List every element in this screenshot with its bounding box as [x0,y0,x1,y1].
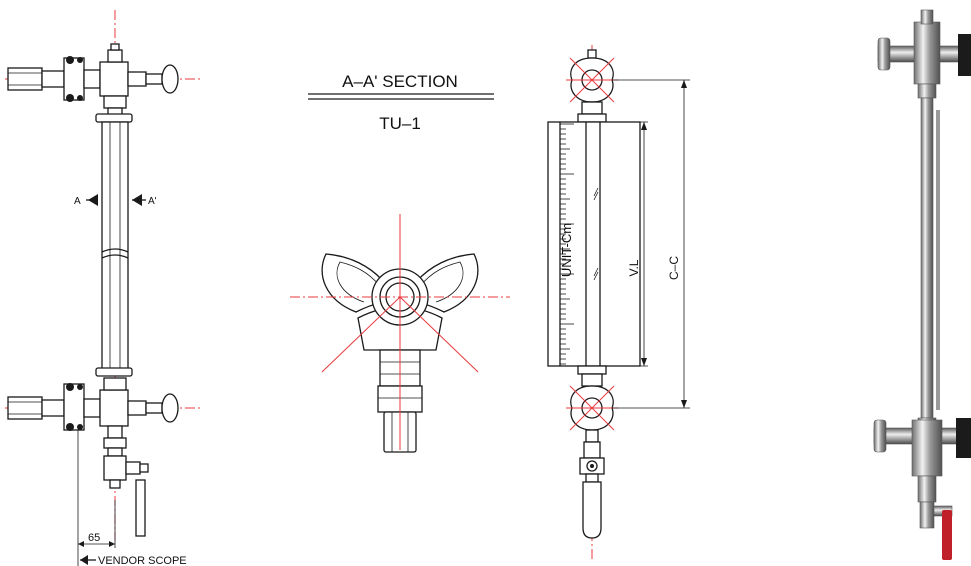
top-valve-wheel [566,49,618,123]
cut-label-a-prime: A' [148,196,157,207]
gauge-body [95,113,133,377]
bottom-valve-wheel [566,365,618,443]
visible-length-dimension: V.L [600,121,648,367]
top-connection [7,43,179,117]
scale-plate: UNIT-Cm [547,121,641,367]
side-drain-valve [579,441,605,539]
section-view: A–A' SECTION TU–1 [290,72,510,453]
vendor-scope-label: VENDOR SCOPE [98,555,187,566]
dimension-65-label: 65 [88,532,100,544]
model-label: TU–1 [379,114,421,133]
center-to-center-label: C–C [667,256,681,280]
scale-ticks [560,123,574,365]
unit-label: UNIT-Cm [559,223,574,277]
vendor-scope-marker: VENDOR SCOPE [80,555,187,566]
dimension-65: 65 [77,430,116,566]
product-photo [873,9,971,560]
section-cut-marker: A A' [74,194,157,207]
center-to-center-dimension: C–C [612,79,690,409]
section-title: A–A' SECTION [342,72,458,91]
visible-length-label: V.L [627,259,641,276]
bottom-connection [7,377,179,449]
cut-label-a: A [74,196,81,207]
front-view: A A' [5,10,200,566]
side-view: UNIT-Cm V.L [547,45,690,560]
drain-valve [103,447,149,537]
